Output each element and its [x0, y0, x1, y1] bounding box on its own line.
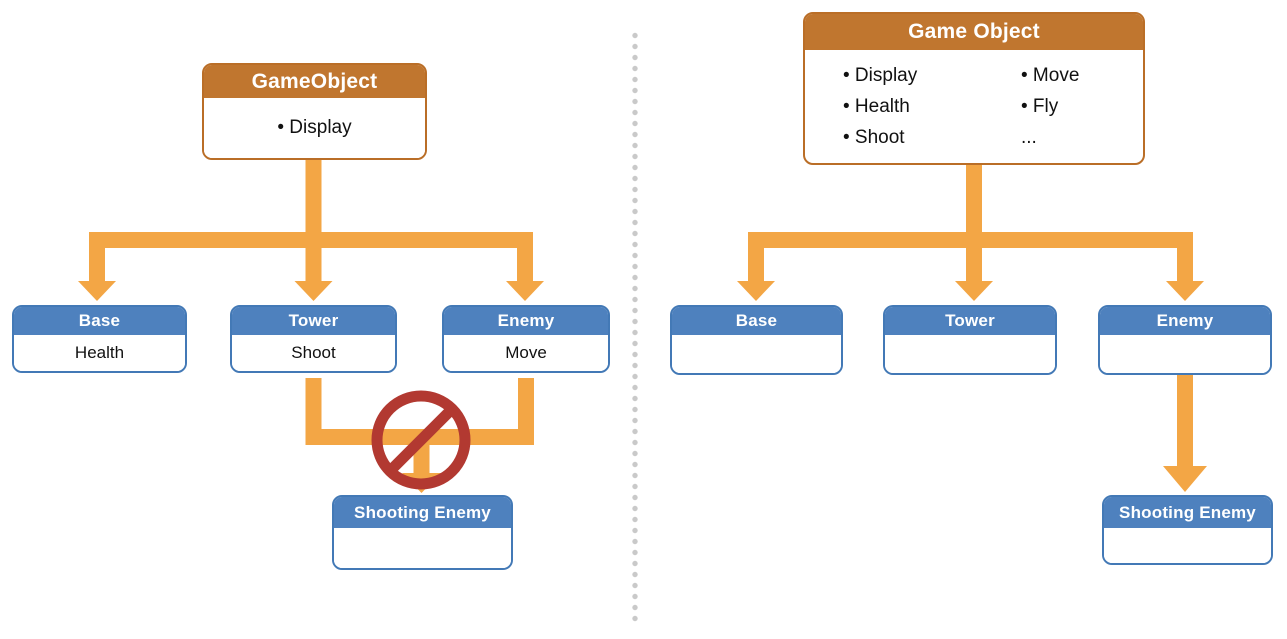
- right-shooting-enemy-body: [1104, 528, 1271, 563]
- component-item: • Display: [843, 64, 918, 86]
- left-tree-arrow: [78, 160, 544, 301]
- left-gameobject-title: GameObject: [204, 65, 425, 98]
- left-base-title: Base: [14, 307, 185, 335]
- left-gameobject-node: GameObject • Display: [202, 63, 427, 160]
- right-gameobject-title: Game Object: [805, 14, 1143, 50]
- component-item: • Move: [1021, 64, 1080, 86]
- right-shooting-enemy-title: Shooting Enemy: [1104, 497, 1271, 528]
- right-tower-body: [885, 335, 1055, 373]
- component-item: • Health: [843, 95, 910, 117]
- dotted-divider: [631, 30, 639, 626]
- component-item: ...: [1021, 126, 1037, 148]
- right-gameobject-column-1: • Display • Health • Shoot: [843, 65, 1021, 149]
- left-base-node: Base Health: [12, 305, 187, 373]
- right-enemy-title: Enemy: [1100, 307, 1270, 335]
- left-base-body: Health: [14, 335, 185, 371]
- left-tower-body: Shoot: [232, 335, 395, 371]
- right-gameobject-items: • Display • Health • Shoot • Move • Fly …: [805, 50, 1143, 163]
- component-item: • Fly: [1021, 95, 1059, 117]
- right-base-body: [672, 335, 841, 373]
- left-shooting-enemy-body: [334, 528, 511, 568]
- right-tree-arrow: [737, 165, 1204, 301]
- right-gameobject-node: Game Object • Display • Health • Shoot •…: [803, 12, 1145, 165]
- left-shooting-enemy-node: Shooting Enemy: [332, 495, 513, 570]
- right-enemy-node: Enemy: [1098, 305, 1272, 375]
- left-enemy-node: Enemy Move: [442, 305, 610, 373]
- component-item: • Shoot: [843, 126, 905, 148]
- left-enemy-title: Enemy: [444, 307, 608, 335]
- right-enemy-body: [1100, 335, 1270, 373]
- left-enemy-body: Move: [444, 335, 608, 371]
- right-gameobject-column-2: • Move • Fly ...: [1021, 65, 1079, 149]
- left-tower-title: Tower: [232, 307, 395, 335]
- prohibition-icon: [371, 390, 471, 490]
- left-gameobject-item: • Display: [204, 98, 425, 158]
- left-shooting-enemy-title: Shooting Enemy: [334, 497, 511, 528]
- right-base-title: Base: [672, 307, 841, 335]
- right-tower-node: Tower: [883, 305, 1057, 375]
- right-enemy-child-arrow: [1163, 375, 1207, 492]
- left-tower-node: Tower Shoot: [230, 305, 397, 373]
- right-shooting-enemy-node: Shooting Enemy: [1102, 495, 1273, 565]
- right-tower-title: Tower: [885, 307, 1055, 335]
- right-base-node: Base: [670, 305, 843, 375]
